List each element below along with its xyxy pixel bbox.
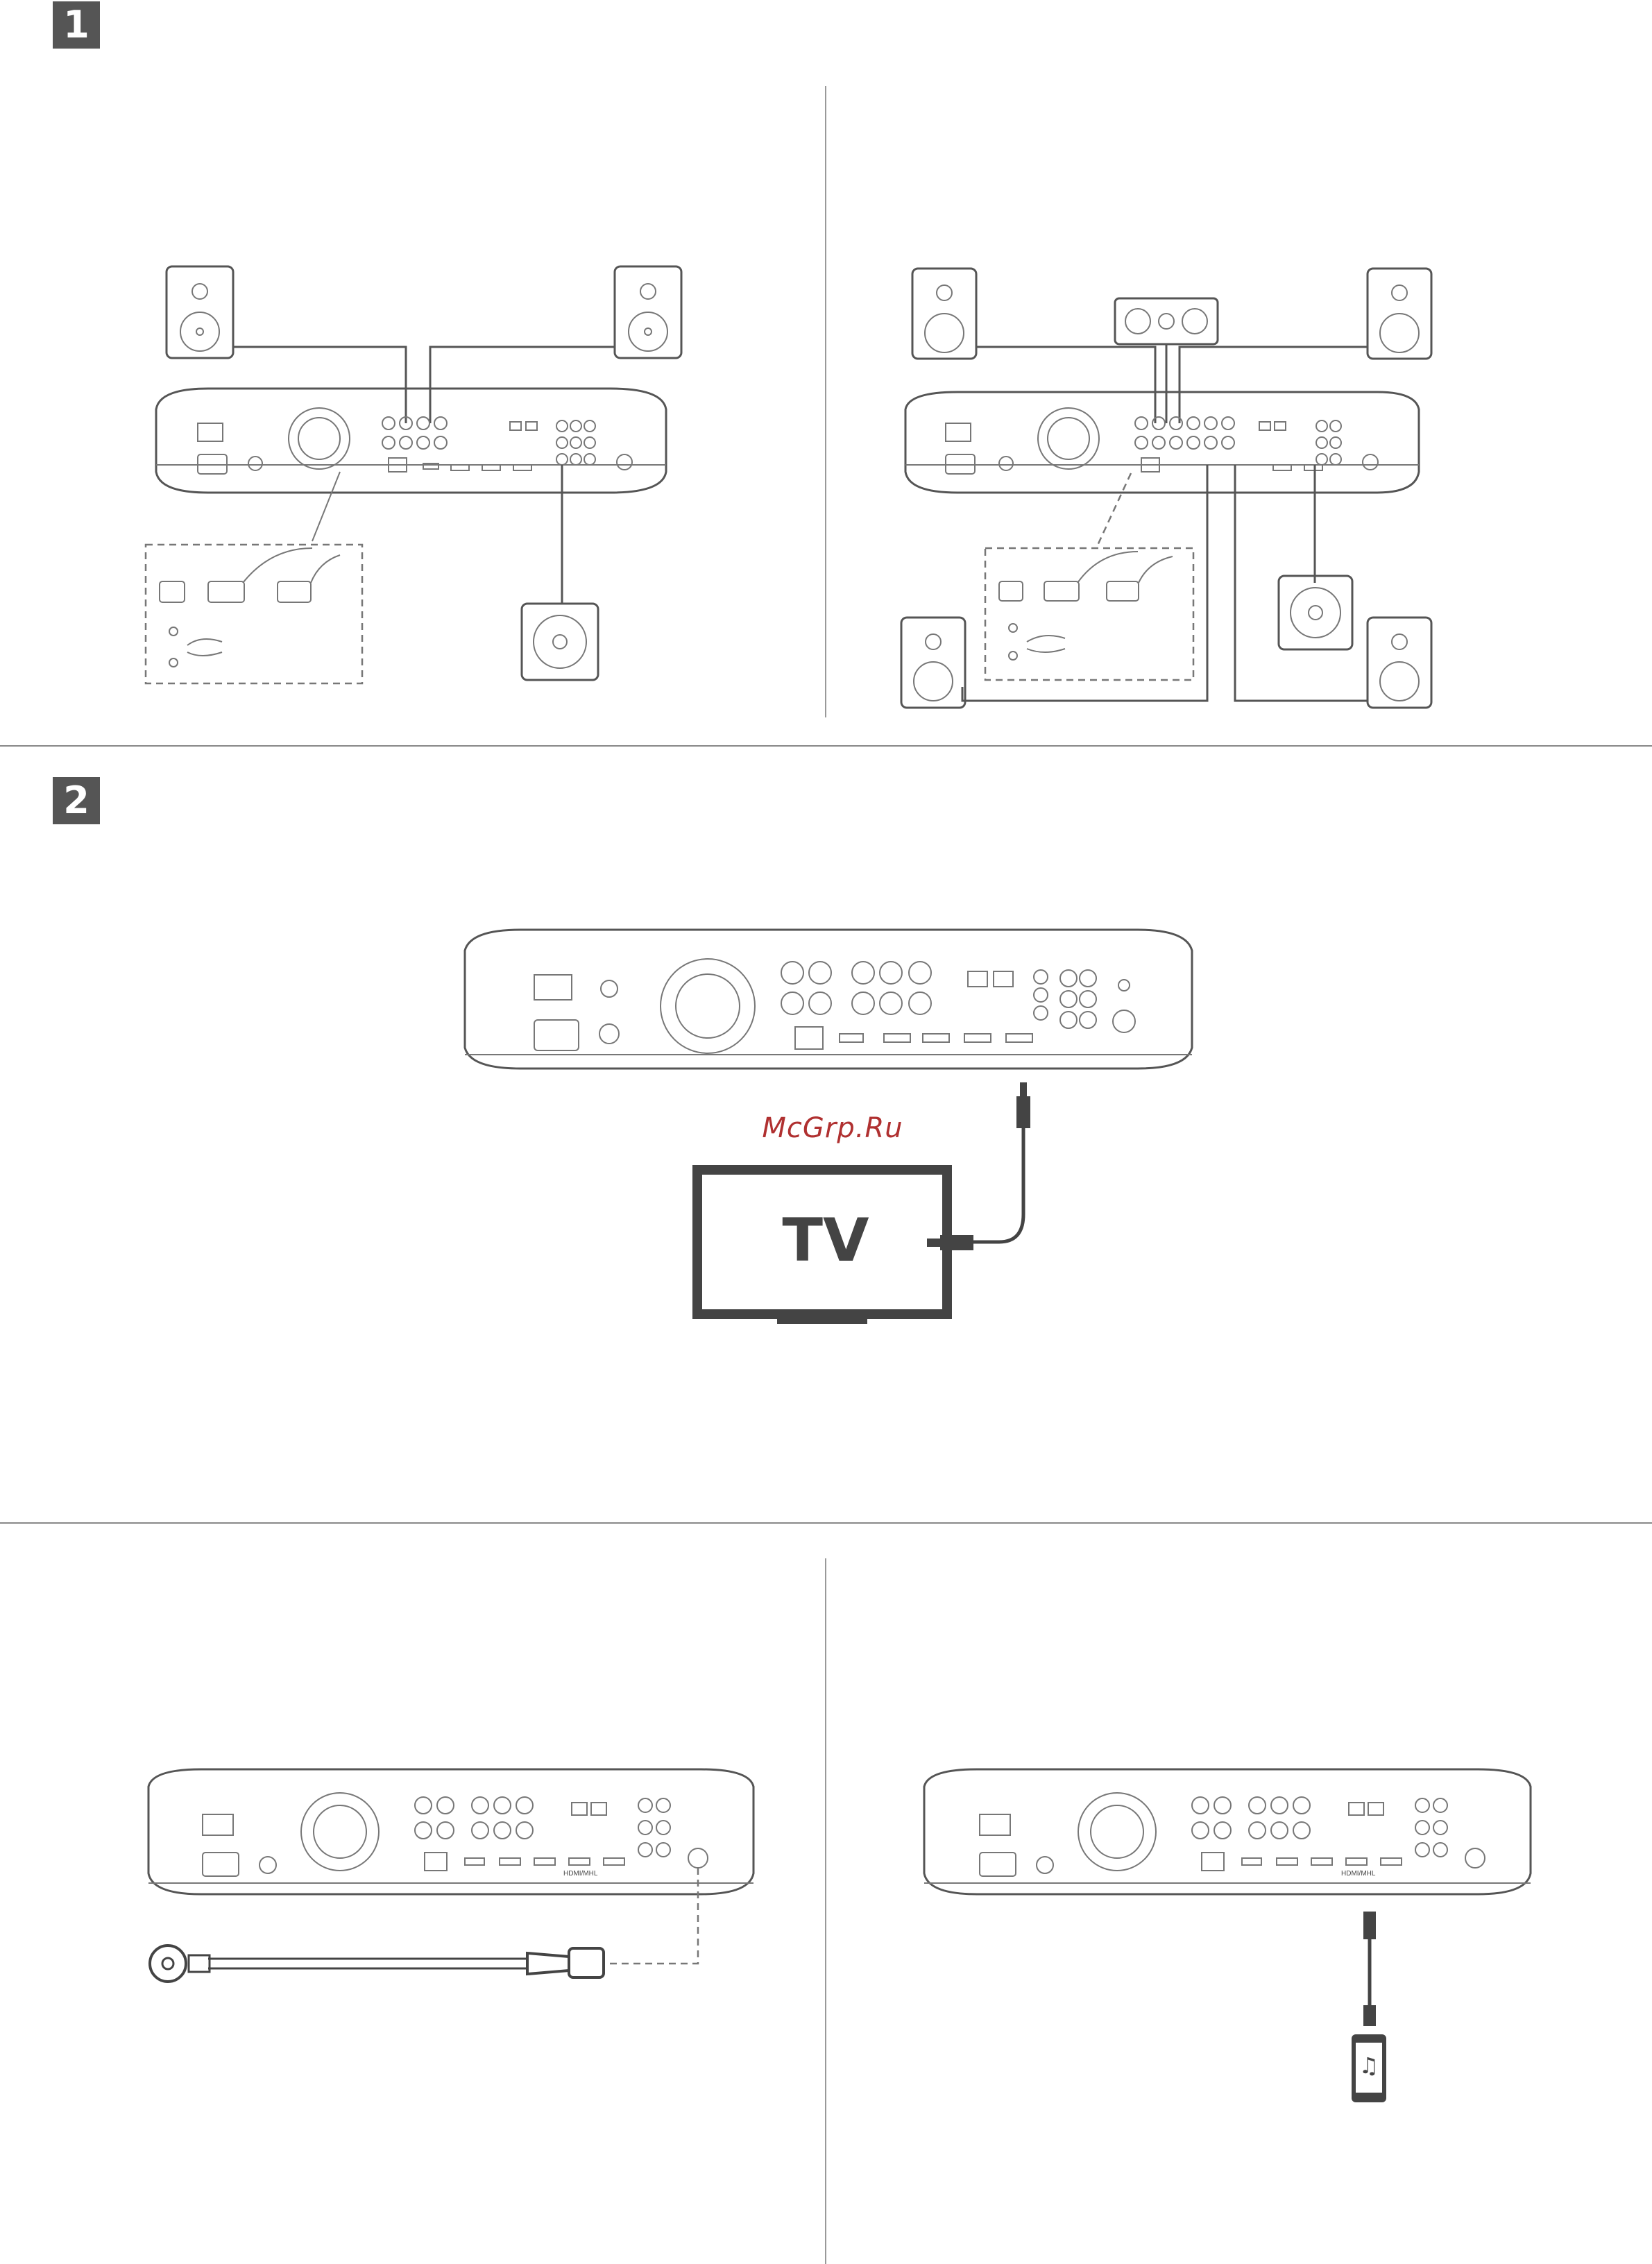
fm-antenna <box>150 1946 604 1982</box>
stereo-speaker-diagram <box>132 257 687 701</box>
subwoofer <box>1279 576 1352 649</box>
hdmi-mhl-label-right: HDMI/MHL <box>1341 1870 1375 1878</box>
section-divider-1 <box>0 745 1652 747</box>
antenna-port <box>688 1848 708 1868</box>
front-right-speaker <box>1368 269 1431 359</box>
mhl-phone-diagram <box>916 1762 1554 2137</box>
receiver-rear-panel <box>156 389 666 493</box>
step-1-badge: 1 <box>53 1 100 49</box>
column-divider-bottom <box>825 1558 826 2264</box>
watermark: McGrp.Ru <box>722 1112 944 1144</box>
front-left-speaker <box>912 269 976 359</box>
receiver-rear-panel <box>465 930 1192 1069</box>
tv-label: TV <box>697 1206 954 1275</box>
column-divider-top <box>825 86 826 717</box>
subwoofer <box>522 604 598 680</box>
fm-antenna-diagram <box>139 1762 763 2179</box>
receiver-rear-panel <box>924 1769 1531 1894</box>
step-2-badge: 2 <box>53 777 100 824</box>
hdmi-mhl-label-left: HDMI/MHL <box>563 1870 597 1878</box>
hdmi-arc-port <box>1006 1034 1032 1042</box>
front-left-speaker <box>167 266 233 358</box>
surround-speaker-diagram <box>899 257 1454 715</box>
speaker-terminal-detail <box>985 548 1193 680</box>
speaker-terminal-detail <box>146 545 362 683</box>
music-note-icon: ♫ <box>1356 2052 1382 2079</box>
receiver-rear-panel <box>905 392 1419 493</box>
surround-right-speaker <box>1368 618 1431 708</box>
hdmi-mhl-port <box>1346 1858 1367 1865</box>
front-right-speaker <box>615 266 681 358</box>
mhl-cable <box>1363 1912 1376 2026</box>
surround-left-speaker <box>901 618 965 708</box>
receiver-rear-panel <box>148 1769 753 1894</box>
center-speaker <box>1115 298 1218 344</box>
section-divider-2 <box>0 1522 1652 1524</box>
